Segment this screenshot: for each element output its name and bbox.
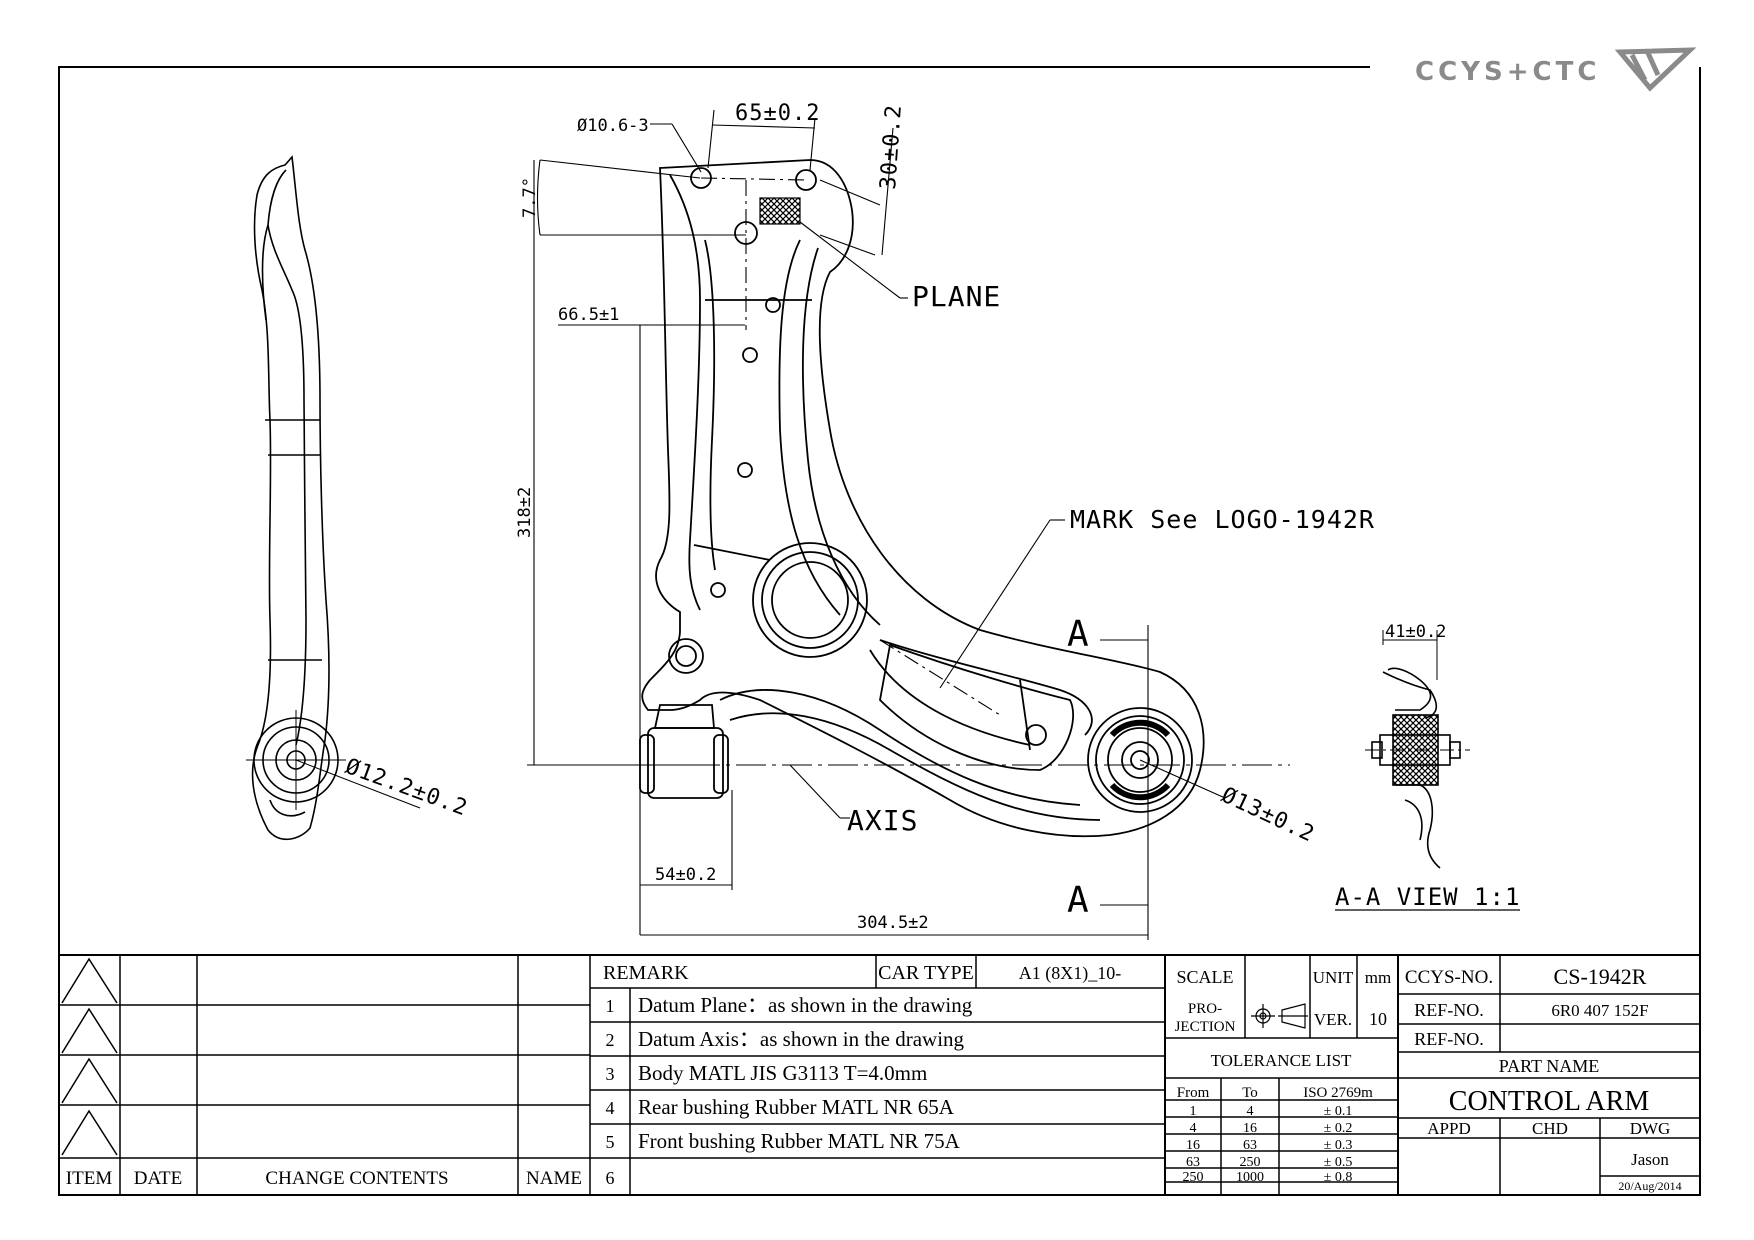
tol-cell: 1000 — [1236, 1170, 1264, 1185]
tol-cell: ± 0.8 — [1324, 1170, 1353, 1185]
remark-no: 3 — [606, 1064, 615, 1084]
tol-cell: ± 0.1 — [1324, 1104, 1353, 1119]
dimension-lines — [527, 109, 1290, 940]
dwg-date: 20/Aug/2014 — [1618, 1179, 1681, 1193]
appd-label: APPD — [1427, 1119, 1470, 1138]
tol-cell: 250 — [1240, 1155, 1261, 1170]
dwg-label: DWG — [1630, 1119, 1671, 1138]
dim-dia-12-2: Ø12.2±0.2 — [342, 754, 471, 821]
tol-cell: 63 — [1243, 1138, 1257, 1153]
remark-text: Front bushing Rubber MATL NR 75A — [638, 1129, 961, 1153]
dim-hole-dia: Ø10.6-3 — [577, 116, 649, 136]
ver-label: VER. — [1314, 1010, 1352, 1029]
first-angle-projection-icon — [1251, 1003, 1308, 1029]
header-item: ITEM — [66, 1168, 113, 1189]
sheet-frame — [58, 66, 1701, 1196]
section-mark-bottom: A — [1067, 880, 1090, 921]
remark-no: 6 — [606, 1168, 615, 1188]
dim-304-5: 304.5±2 — [857, 913, 929, 933]
view-label: A-A VIEW 1:1 — [1335, 883, 1520, 911]
logo-mark-icon — [1614, 47, 1697, 92]
chd-label: CHD — [1532, 1119, 1568, 1138]
car-type-label: CAR TYPE — [878, 962, 974, 984]
remark-no: 5 — [606, 1132, 615, 1152]
datum-plane-marker — [759, 197, 801, 225]
dim-54: 54±0.2 — [655, 865, 716, 885]
tol-cell: 4 — [1247, 1104, 1254, 1119]
tol-cell: ± 0.3 — [1324, 1138, 1353, 1153]
header-date: DATE — [134, 1168, 183, 1189]
ref-no-label: REF-NO. — [1414, 1000, 1484, 1020]
projection-label: PRO- — [1188, 1001, 1222, 1017]
company-logo: CCYS+CTC — [1415, 47, 1697, 92]
header-name: NAME — [526, 1168, 582, 1189]
header-change-contents: CHANGE CONTENTS — [265, 1168, 448, 1189]
dim-angle: 7.7° — [520, 177, 540, 218]
ccys-no-value: CS-1942R — [1554, 964, 1647, 989]
scale-block: SCALE UNIT mm PRO- JECTION VER. 10 TOLER… — [1175, 967, 1392, 1185]
remark-text: Rear bushing Rubber MATL NR 65A — [638, 1095, 955, 1119]
dim-318: 318±2 — [515, 487, 535, 538]
remark-text: Datum Plane：as shown in the drawing — [638, 993, 973, 1017]
remark-text: Body MATL JIS G3113 T=4.0mm — [638, 1061, 927, 1085]
remark-header: REMARK — [603, 962, 689, 984]
dwg-name: Jason — [1631, 1150, 1669, 1169]
dim-41: 41±0.2 — [1385, 622, 1446, 642]
main-view-outline — [639, 159, 1205, 838]
revision-headers: ITEM DATE CHANGE CONTENTS NAME — [66, 1168, 582, 1189]
part-name-label: PART NAME — [1499, 1056, 1599, 1076]
dim-65: 65±0.2 — [735, 101, 820, 126]
remark-text: Datum Axis：as shown in the drawing — [638, 1027, 965, 1051]
car-type-value: A1 (8X1)_10- — [1019, 963, 1121, 984]
ccys-no-label: CCYS-NO. — [1405, 967, 1493, 988]
tol-header: ISO 2769m — [1303, 1085, 1373, 1101]
title-block-grid — [59, 954, 1700, 1195]
label-plane: PLANE — [912, 280, 1001, 313]
dim-66-5: 66.5±1 — [558, 305, 619, 325]
label-axis: AXIS — [847, 804, 918, 837]
tol-cell: 4 — [1190, 1121, 1197, 1136]
drawing-labels: Ø10.6-3 65±0.2 30±0.2 7.7° PLANE 66.5±1 … — [515, 101, 1375, 933]
part-name-value: CONTROL ARM — [1449, 1086, 1650, 1117]
remark-no: 4 — [606, 1098, 615, 1118]
tol-cell: ± 0.2 — [1324, 1121, 1353, 1136]
revision-triangles — [61, 957, 118, 1156]
tol-cell: ± 0.5 — [1324, 1155, 1353, 1170]
projection-label: JECTION — [1175, 1019, 1236, 1035]
unit-value: mm — [1365, 968, 1391, 987]
dim-30: 30±0.2 — [876, 103, 907, 190]
section-mark-top: A — [1067, 614, 1090, 655]
tolerance-title: TOLERANCE LIST — [1211, 1051, 1352, 1070]
scale-label: SCALE — [1176, 967, 1233, 987]
tol-header: From — [1177, 1085, 1210, 1101]
tol-cell: 63 — [1186, 1155, 1200, 1170]
ver-value: 10 — [1369, 1009, 1387, 1029]
section-view-a-a — [1335, 630, 1520, 911]
svg-text:CCYS+CTC: CCYS+CTC — [1415, 57, 1600, 87]
dim-dia-13: Ø13±0.2 — [1217, 783, 1318, 848]
tol-cell: 16 — [1186, 1138, 1200, 1153]
side-view — [246, 155, 421, 840]
ref-no-label-2: REF-NO. — [1414, 1029, 1484, 1049]
title-block: CCYS-NO. CS-1942R REF-NO. 6R0 407 152F R… — [1405, 964, 1682, 1193]
tol-cell: 250 — [1183, 1170, 1204, 1185]
remark-no: 2 — [606, 1030, 615, 1050]
tol-header: To — [1242, 1085, 1258, 1101]
label-mark: MARK See LOGO-1942R — [1070, 505, 1375, 534]
tol-cell: 16 — [1243, 1121, 1257, 1136]
ref-no-value: 6R0 407 152F — [1551, 1001, 1648, 1020]
tol-cell: 1 — [1190, 1104, 1197, 1119]
remark-no: 1 — [606, 996, 615, 1016]
unit-label: UNIT — [1313, 968, 1354, 987]
remarks-block: REMARK CAR TYPE A1 (8X1)_10- 1 Datum Pla… — [603, 962, 1121, 1188]
